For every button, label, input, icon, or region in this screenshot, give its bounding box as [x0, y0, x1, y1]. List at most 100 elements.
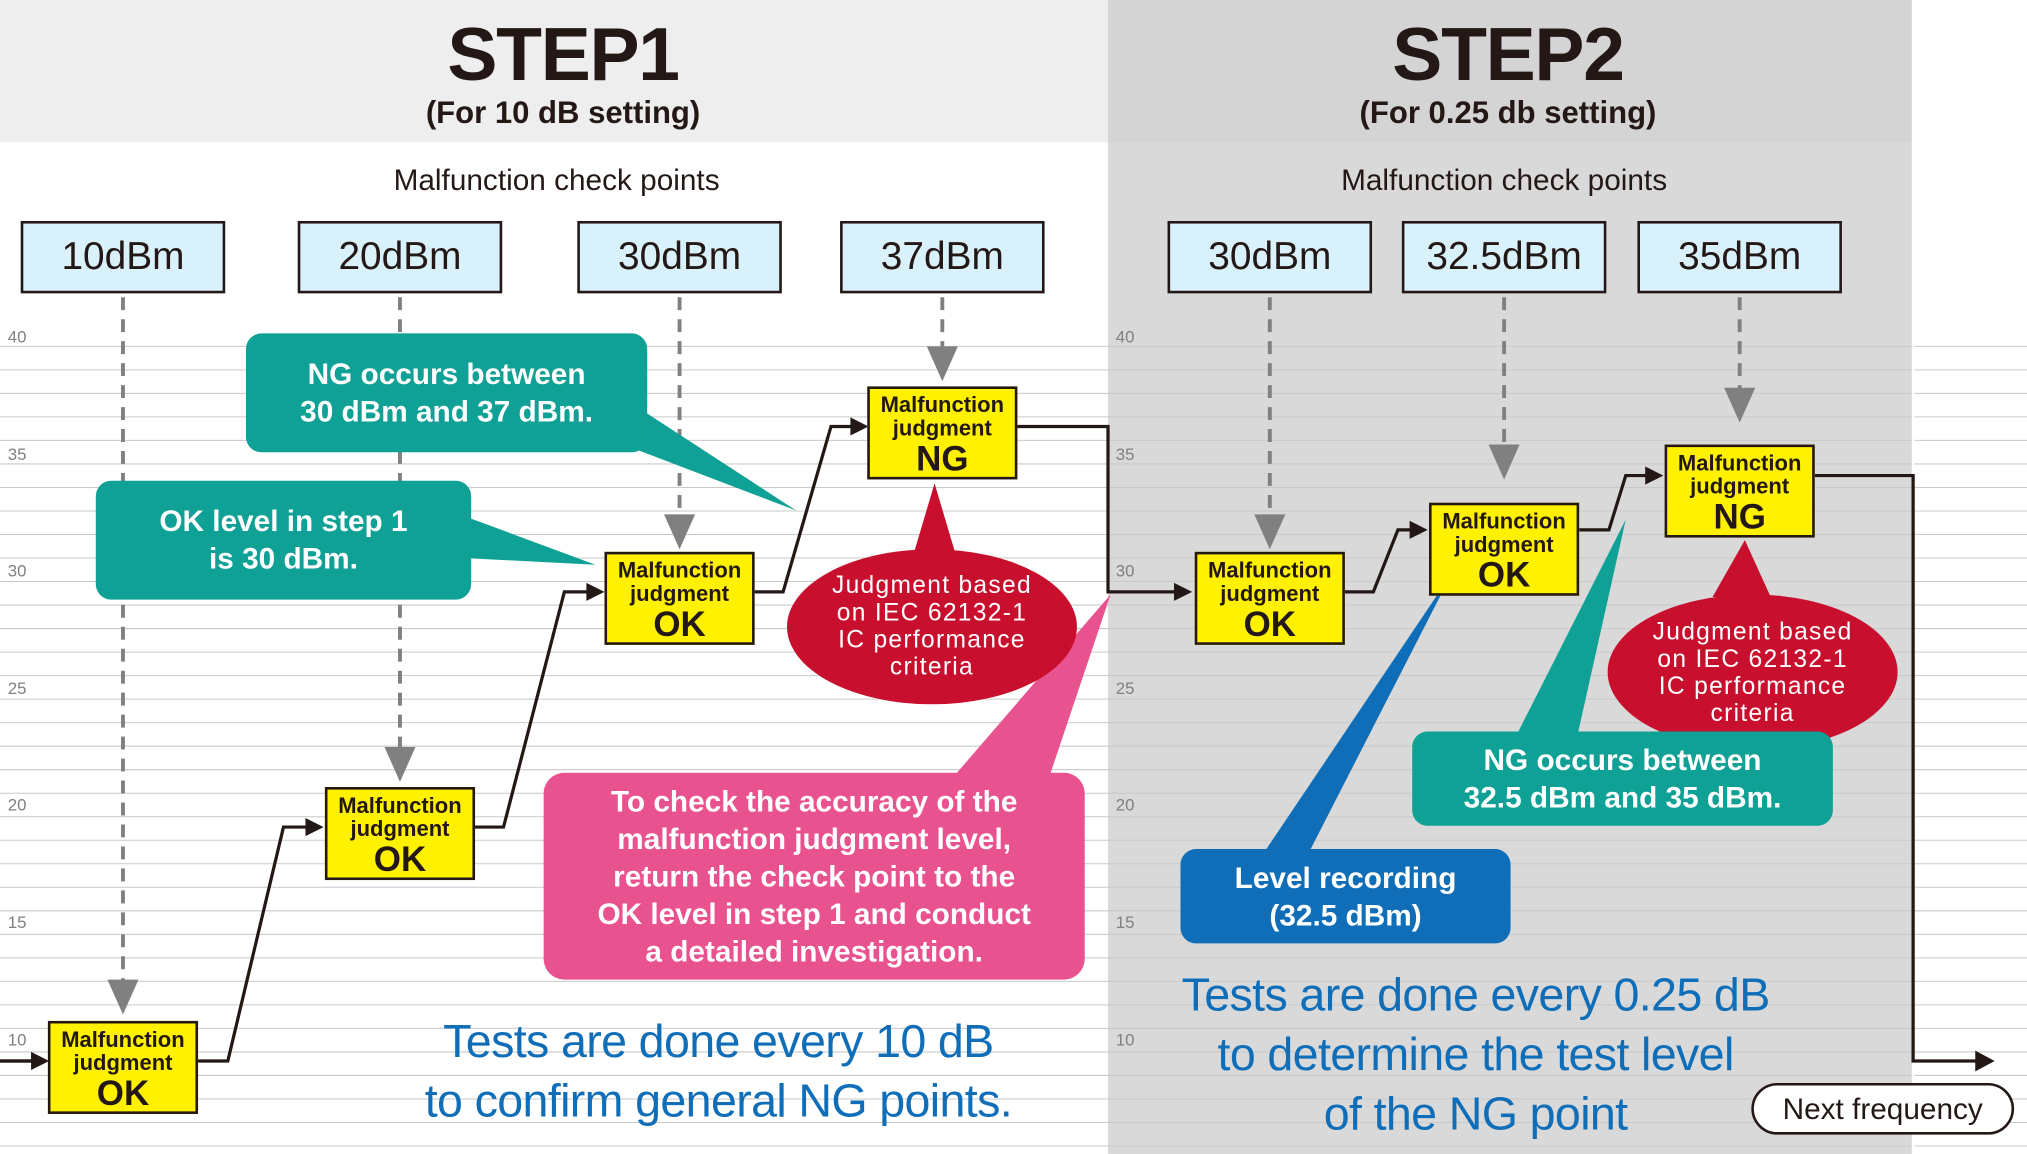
judgment-box-20dbm: Malfunction judgment OK	[324, 787, 476, 881]
judgment-result: OK	[373, 839, 427, 879]
checkpoint-20dbm: 20dBm	[297, 220, 503, 294]
axis-tick-label: 10	[7, 1029, 27, 1050]
callout-line: is 30 dBm.	[209, 541, 358, 576]
step2-title: STEP2	[1392, 12, 1625, 97]
teal-tail-ok-step1	[459, 514, 596, 565]
blue-tail	[1262, 572, 1453, 856]
judgment-box-30dbm: Malfunction judgment OK	[604, 551, 755, 645]
callout-ng-between-32-5-35: NG occurs between 32.5 dBm and 35 dBm.	[1412, 731, 1833, 826]
judgment-label-line1: Malfunction	[338, 793, 462, 819]
flow-arrowheads	[31, 417, 1995, 1072]
judgment-label-line2: judgment	[1454, 532, 1554, 557]
axis-tick-label: 40	[1115, 326, 1135, 347]
judgment-label-line1: Malfunction	[1677, 451, 1802, 476]
note-line: of the NG point	[1323, 1086, 1628, 1140]
axis-tick-label: 20	[1115, 794, 1135, 815]
step2-heading: STEP2 (For 0.25 db setting)	[1243, 12, 1774, 132]
checkpoint-step2-32-5dbm: 32.5dBm	[1401, 220, 1607, 294]
callout-iec-step2: Judgment based on IEC 62132-1 IC perform…	[1610, 602, 1895, 744]
callout-line: 30 dBm and 37 dBm.	[300, 394, 593, 428]
callout-ok-level-step1: OK level in step 1 is 30 dBm.	[95, 480, 472, 600]
judgment-label-line1: Malfunction	[880, 392, 1005, 418]
checkpoint-arrowheads	[107, 346, 1756, 1015]
callout-ng-between-30-37: NG occurs between 30 dBm and 37 dBm.	[245, 333, 648, 453]
callout-line: Judgment based	[831, 572, 1032, 600]
axis-tick-label: 10	[1115, 1029, 1135, 1050]
checkpoint-10dbm: 10dBm	[20, 220, 226, 294]
step1-header-band	[0, 0, 1109, 143]
checkpoint-30dbm: 30dBm	[577, 220, 782, 294]
judgment-box-10dbm: Malfunction judgment OK	[47, 1020, 199, 1114]
note-step2: Tests are done every 0.25 dB to determin…	[1116, 965, 1836, 1143]
judgment-label-line2: judgment	[73, 1050, 173, 1076]
axis-tick-label: 40	[7, 326, 27, 347]
judgment-label-line1: Malfunction	[1442, 509, 1566, 534]
axis-tick-label: 30	[1115, 560, 1135, 581]
axis-tick-label: 15	[1115, 912, 1135, 932]
step2-header-band	[1108, 0, 1914, 143]
callout-line: OK level in step 1	[159, 503, 408, 538]
judgment-label-line2: judgment	[1220, 581, 1320, 607]
judgment-result: OK	[96, 1073, 150, 1113]
callout-line: OK level in step 1 and conduct	[597, 896, 1031, 930]
judgment-box-37dbm: Malfunction judgment NG	[867, 386, 1018, 480]
step1-subtitle: (For 10 dB setting)	[425, 95, 701, 131]
callout-line: NG occurs between	[1483, 742, 1762, 777]
judgment-result: NG	[1713, 497, 1766, 537]
judgment-result: OK	[653, 604, 706, 644]
judgment-label-line2: judgment	[350, 816, 450, 842]
judgment-result: OK	[1243, 604, 1297, 644]
step1-checkpoints-caption: Malfunction check points	[393, 162, 720, 197]
judgment-label-line2: judgment	[630, 581, 730, 607]
next-frequency-label: Next frequency	[1751, 1082, 2015, 1135]
iec-ellipse-step1	[786, 549, 1077, 705]
checkpoint-step2-30dbm: 30dBm	[1167, 220, 1373, 294]
callout-line: a detailed investigation.	[645, 933, 983, 968]
callout-line: Judgment based	[1652, 619, 1853, 647]
callout-line: on IEC 62132-1	[1657, 646, 1848, 674]
note-line: to determine the test level	[1217, 1027, 1735, 1081]
axis-tick-label: 25	[1115, 678, 1135, 698]
red-tail-step1	[913, 483, 956, 554]
callout-level-recording: Level recording (32.5 dBm)	[1180, 849, 1511, 944]
callout-line: malfunction judgment level,	[617, 821, 1012, 855]
step2-checkpoints-caption: Malfunction check points	[1341, 162, 1668, 197]
judgment-result: OK	[1477, 555, 1531, 595]
checkpoint-step2-35dbm: 35dBm	[1637, 220, 1842, 294]
axis-tick-label: 25	[7, 678, 27, 698]
note-line: Tests are done every 0.25 dB	[1181, 967, 1771, 1021]
callout-line: IC performance	[1658, 673, 1847, 701]
callout-line: criteria	[889, 653, 975, 682]
checkpoint-37dbm: 37dBm	[840, 220, 1045, 294]
judgment-label-line1: Malfunction	[617, 558, 742, 583]
judgment-label-line1: Malfunction	[61, 1027, 185, 1052]
axis-tick-label: 20	[7, 794, 27, 815]
callout-line: NG occurs between	[307, 356, 586, 391]
callout-line: return the check point to the	[613, 858, 1016, 893]
step1-title: STEP1	[447, 12, 680, 97]
callout-line: (32.5 dBm)	[1269, 897, 1422, 932]
flow-path-segments	[0, 424, 1981, 1063]
judgment-box-step2-35dbm: Malfunction judgment NG	[1664, 444, 1815, 538]
red-tail-step2	[1712, 540, 1771, 598]
callout-iec-step1: Judgment based on IEC 62132-1 IC perform…	[790, 556, 1075, 698]
callout-accuracy-check: To check the accuracy of the malfunction…	[543, 772, 1085, 980]
judgment-label-line1: Malfunction	[1208, 558, 1332, 583]
teal-tail-ng-step2	[1514, 519, 1626, 740]
callout-line: 32.5 dBm and 35 dBm.	[1463, 779, 1782, 814]
callout-line: criteria	[1710, 700, 1795, 728]
callout-line: on IEC 62132-1	[836, 599, 1028, 627]
callout-line: To check the accuracy of the	[610, 783, 1018, 818]
note-line: to confirm general NG points.	[424, 1073, 1013, 1127]
note-step1: Tests are done every 10 dB to confirm ge…	[349, 1012, 1087, 1131]
note-line: Tests are done every 10 dB	[443, 1014, 994, 1068]
axis-tick-label: 15	[7, 912, 27, 932]
step1-heading: STEP1 (For 10 dB setting)	[298, 12, 829, 132]
judgment-label-line2: judgment	[892, 416, 992, 441]
axis-tick-label: 35	[1115, 444, 1135, 464]
callout-line: Level recording	[1234, 860, 1457, 894]
step2-subtitle: (For 0.25 db setting)	[1359, 95, 1657, 131]
judgment-box-step2-30dbm: Malfunction judgment OK	[1194, 551, 1345, 645]
axis-tick-label: 30	[7, 560, 27, 581]
